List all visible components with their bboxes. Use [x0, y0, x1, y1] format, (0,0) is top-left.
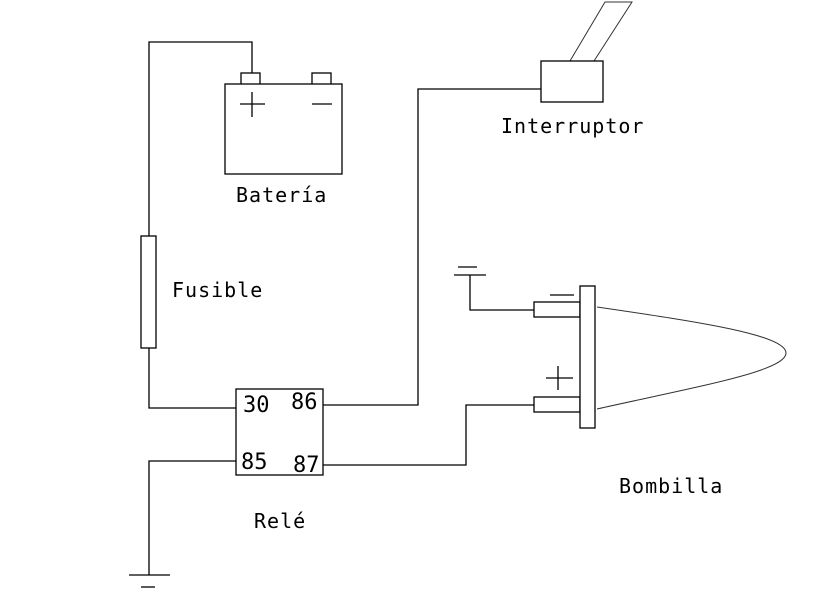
- bulb-negative-contact: [533, 301, 581, 318]
- ground-symbol-bulb: [454, 266, 486, 276]
- battery-label: Batería: [236, 183, 327, 207]
- relay-pin-85: 85: [241, 450, 268, 475]
- bulb-base: [579, 285, 596, 429]
- wire-battery-to-fuse: [148, 41, 253, 236]
- relay-label: Relé: [254, 509, 306, 533]
- fuse-label: Fusible: [172, 278, 263, 302]
- relay-pin-87: 87: [293, 453, 320, 478]
- battery-positive-terminal: [240, 72, 261, 86]
- wire-fuse-to-relay-30: [148, 348, 236, 409]
- relay-pin-30: 30: [243, 393, 270, 418]
- ground-symbol-relay: [129, 574, 170, 588]
- switch-lever: [569, 1, 633, 62]
- battery-negative-terminal: [311, 72, 332, 86]
- switch-symbol: [540, 1, 633, 103]
- switch-body: [540, 60, 604, 103]
- wire-relay-87-to-bulb: [323, 404, 534, 466]
- relay-symbol: [235, 388, 324, 476]
- bulb-glass: [596, 306, 787, 410]
- wire-relay-86-to-switch: [323, 88, 541, 406]
- relay-pin-86: 86: [291, 390, 318, 415]
- battery-symbol: [224, 72, 343, 175]
- wire-relay-85-to-ground: [148, 460, 236, 575]
- bulb-symbol: [533, 285, 787, 429]
- bulb-label: Bombilla: [619, 474, 723, 498]
- switch-label: Interruptor: [501, 114, 644, 138]
- battery-body: [224, 83, 343, 175]
- fuse-symbol: [140, 235, 157, 349]
- wire-bulb-to-ground: [469, 275, 534, 311]
- bulb-positive-contact: [533, 396, 581, 413]
